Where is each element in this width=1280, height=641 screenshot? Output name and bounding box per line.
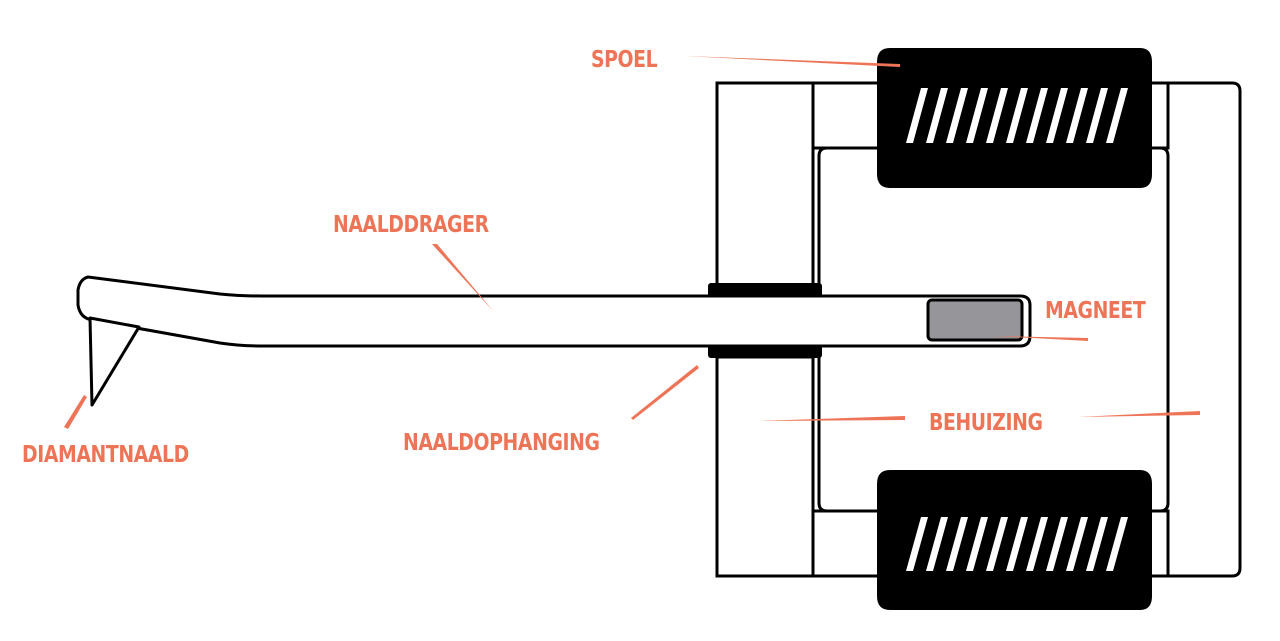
label-naalddrager: NAALDDRAGER [333,210,489,237]
label-naaldophanging: NAALDOPHANGING [403,428,600,455]
leader-magneet [994,336,1088,341]
label-behuizing: BEHUIZING [929,408,1043,435]
front-pole-lower [715,355,815,578]
front-pole-upper [715,81,815,292]
leader-diamantnaald [64,395,87,429]
magnet [926,298,1024,342]
leader-spoel [684,56,900,67]
diamond-stylus [88,316,141,407]
coil-upper [877,48,1152,188]
label-diamantnaald: DIAMANTNAALD [22,440,189,467]
coil-lower [877,470,1152,610]
leader-behuizing-right [1078,411,1200,417]
label-spoel: SPOEL [591,45,657,72]
label-magneet: MAGNEET [1045,296,1146,323]
leader-behuizing-left [758,416,905,421]
leader-naaldophanging [631,365,699,420]
leader-naalddrager [432,244,494,312]
leader-lines [64,56,1200,429]
cantilever [76,275,1032,348]
suspension-ring-upper [708,283,822,298]
